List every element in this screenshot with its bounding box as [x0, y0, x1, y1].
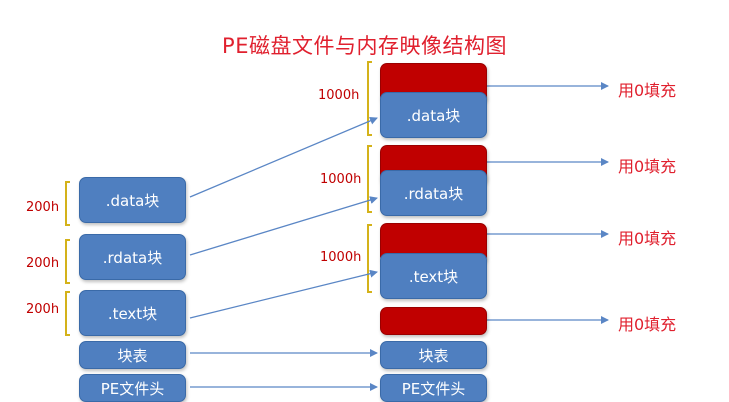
disk-size-text: 200h [26, 302, 60, 317]
fill-label-data: 用0填充 [618, 81, 677, 100]
disk-size-brackets [65, 181, 70, 336]
diagram-title: PE磁盘文件与内存映像结构图 [222, 34, 507, 58]
memory-pe-header: PE文件头 [380, 374, 487, 402]
mapping-arrows [189, 117, 378, 391]
memory-header-padding [380, 307, 487, 335]
disk-size-data: 200h [26, 200, 60, 215]
memory-section-table: 块表 [380, 341, 487, 369]
disk-rdata-block: .rdata块 [79, 234, 186, 280]
disk-size-rdata: 200h [26, 256, 60, 271]
memory-size-rdata: 1000h [320, 172, 362, 187]
memory-data-block: .data块 [380, 92, 487, 138]
memory-size-text: 1000h [320, 250, 362, 265]
fill-label-header: 用0填充 [618, 315, 677, 334]
memory-size-data: 1000h [318, 88, 360, 103]
memory-text-block: .text块 [380, 253, 487, 299]
memory-rdata-block: .rdata块 [380, 170, 487, 216]
disk-text-block: .text块 [79, 290, 186, 336]
disk-pe-header: PE文件头 [79, 374, 186, 402]
memory-size-brackets [367, 61, 372, 293]
fill-label-rdata: 用0填充 [618, 157, 677, 176]
fill-arrows [487, 82, 609, 324]
disk-section-table: 块表 [79, 341, 186, 369]
disk-data-block: .data块 [79, 177, 186, 223]
fill-label-text: 用0填充 [618, 229, 677, 248]
